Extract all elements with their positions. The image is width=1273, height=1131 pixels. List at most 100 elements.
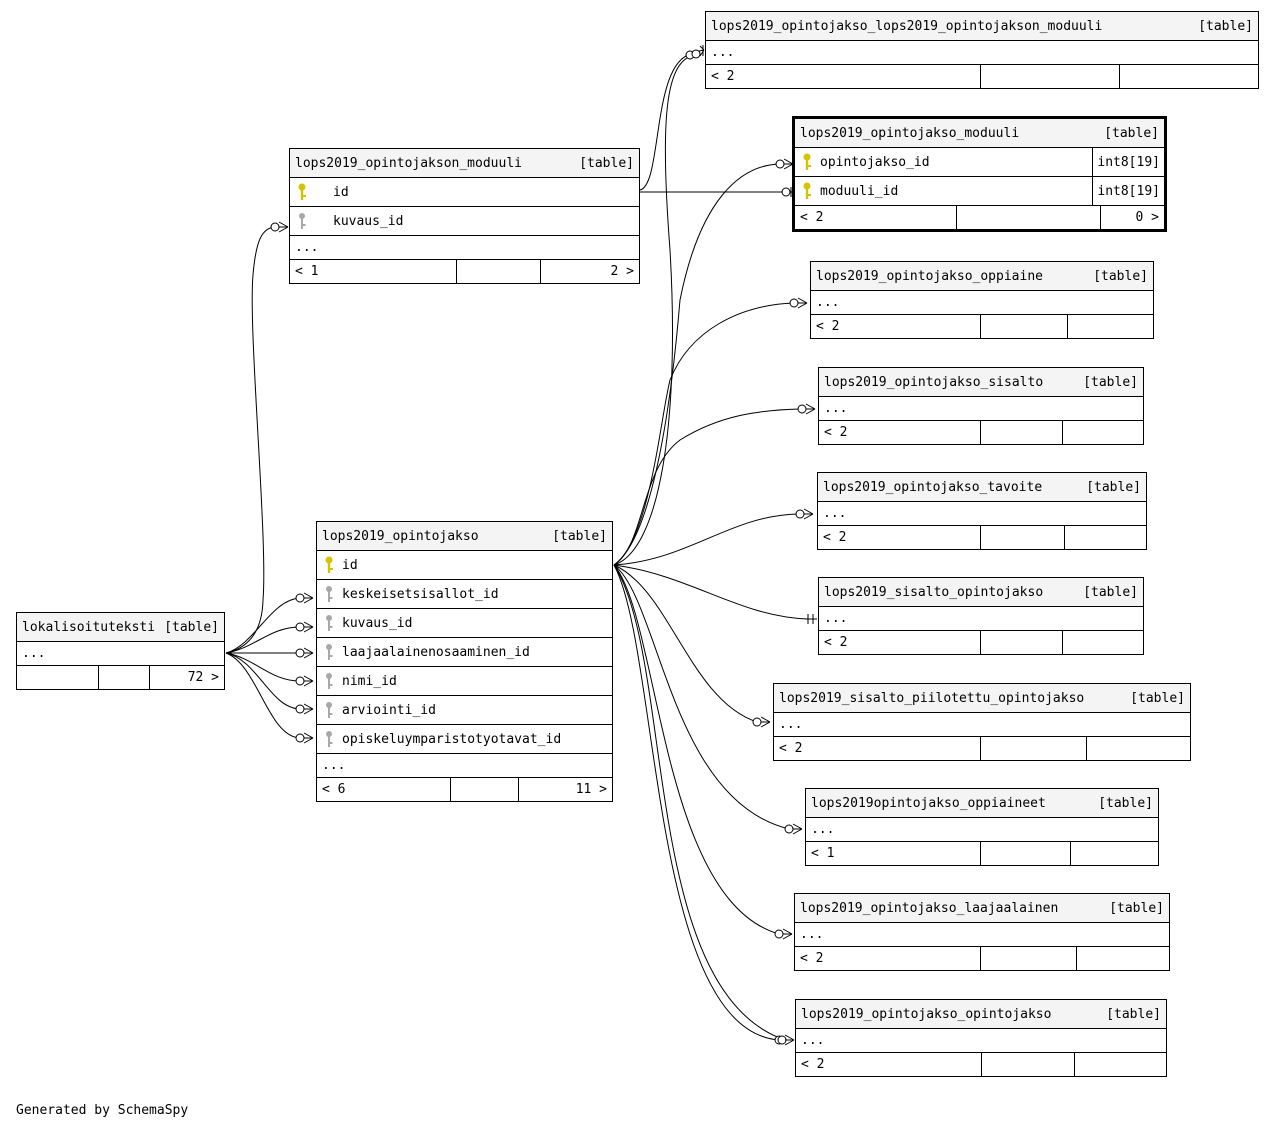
- parents-count[interactable]: < 2: [823, 530, 847, 545]
- parents-count[interactable]: < 6: [322, 782, 346, 797]
- foreign-key-icon: [299, 213, 306, 229]
- parents-count[interactable]: < 1: [295, 264, 319, 279]
- table-type: [table]: [1198, 18, 1253, 34]
- column-name: nimi_id: [342, 673, 397, 689]
- primary-key-icon: [325, 556, 333, 573]
- column-name: kuvaus_id: [333, 213, 404, 229]
- marker-circle: [789, 298, 799, 308]
- table-name[interactable]: lops2019_opintojakso: [322, 528, 479, 544]
- table-opintojakso-laajaalainen[interactable]: lops2019_opintojakso_laajaalainen [table…: [794, 893, 1170, 971]
- parents-count[interactable]: < 1: [811, 846, 835, 861]
- table-opintojakso-sisalto[interactable]: lops2019_opintojakso_sisalto [table] ...…: [818, 367, 1144, 445]
- table-opintojakso-tavoite[interactable]: lops2019_opintojakso_tavoite [table] ...…: [817, 472, 1147, 550]
- table-header: lops2019_sisalto_opintojakso [table]: [819, 578, 1143, 606]
- more-columns: ...: [706, 40, 1258, 64]
- marker-circle: [781, 187, 791, 197]
- children-count[interactable]: [1119, 65, 1258, 88]
- column-row[interactable]: kuvaus_id: [290, 206, 639, 235]
- more-columns: ...: [818, 501, 1146, 525]
- table-opintojakso-opintojakso[interactable]: lops2019_opintojakso_opintojakso [table]…: [795, 999, 1167, 1077]
- parents-count[interactable]: < 2: [800, 210, 824, 225]
- column-name: opintojakso_id: [820, 154, 930, 170]
- children-count[interactable]: 11 >: [518, 778, 612, 801]
- table-name[interactable]: lops2019_opintojakso_tavoite: [823, 479, 1043, 495]
- children-count[interactable]: [1086, 737, 1190, 760]
- children-count[interactable]: [1070, 842, 1158, 865]
- edge-oj-oo-b: [613, 564, 786, 1041]
- column-row[interactable]: arviointi_id: [317, 695, 612, 724]
- column-row[interactable]: id: [290, 177, 639, 206]
- parents-count[interactable]: < 2: [779, 741, 803, 756]
- table-name[interactable]: lops2019_opintojakso_lops2019_opintojaks…: [711, 18, 1103, 34]
- children-count[interactable]: [1062, 421, 1143, 444]
- table-sisalto-piilotettu-opintojakso[interactable]: lops2019_sisalto_piilotettu_opintojakso …: [773, 683, 1191, 761]
- children-count[interactable]: [1064, 526, 1146, 549]
- column-row[interactable]: opiskeluymparistotyotavat_id: [317, 724, 612, 753]
- children-count[interactable]: [1067, 315, 1153, 338]
- table-lokalisoituteksti[interactable]: lokalisoituteksti [table] ... 72 >: [16, 612, 225, 690]
- column-row[interactable]: kuvaus_id: [317, 608, 612, 637]
- table-name[interactable]: lops2019_opintojakso_moduuli: [800, 125, 1020, 141]
- column-row[interactable]: id: [317, 550, 612, 579]
- marker-circle: [691, 49, 701, 59]
- table-name[interactable]: lokalisoituteksti: [22, 619, 156, 635]
- footer-spacer: [980, 65, 1119, 88]
- edge-oj-olom: [613, 54, 696, 566]
- table-type: [table]: [1104, 125, 1159, 141]
- table-name[interactable]: lops2019_sisalto_opintojakso: [824, 584, 1044, 600]
- table-sisalto-opintojakso[interactable]: lops2019_sisalto_opintojakso [table] ...…: [818, 577, 1144, 655]
- footer-spacer: [980, 631, 1062, 654]
- column-row[interactable]: keskeisetsisallot_id: [317, 579, 612, 608]
- table-type: [table]: [1130, 690, 1185, 706]
- parents-count[interactable]: < 2: [824, 425, 848, 440]
- table-name[interactable]: lops2019_sisalto_piilotettu_opintojakso: [779, 690, 1085, 706]
- primary-key-icon: [803, 153, 811, 170]
- column-row[interactable]: opintojakso_id int8[19]: [795, 147, 1164, 176]
- table-name[interactable]: lops2019_opintojakson_moduuli: [295, 155, 522, 171]
- table-name[interactable]: lops2019opintojakso_oppiaineet: [811, 795, 1046, 811]
- footer-spacer: [980, 947, 1076, 970]
- children-count[interactable]: [1062, 631, 1143, 654]
- table-name[interactable]: lops2019_opintojakso_opintojakso: [801, 1006, 1052, 1022]
- parents-count[interactable]: < 2: [801, 1057, 825, 1072]
- table-header: lops2019_opintojakso_moduuli [table]: [795, 119, 1164, 147]
- table-opintojakso[interactable]: lops2019_opintojakso [table] id keskeise…: [316, 521, 613, 802]
- parents-count[interactable]: < 2: [800, 951, 824, 966]
- table-name[interactable]: lops2019_opintojakso_laajaalainen: [800, 900, 1059, 916]
- table-opintojakso-moduuli[interactable]: lops2019_opintojakso_moduuli [table] opi…: [792, 116, 1167, 232]
- parents-count[interactable]: < 2: [711, 69, 735, 84]
- table-name[interactable]: lops2019_opintojakso_oppiaine: [816, 268, 1043, 284]
- table-name[interactable]: lops2019_opintojakso_sisalto: [824, 374, 1044, 390]
- table-opintojakso-oppiaineet[interactable]: lops2019opintojakso_oppiaineet [table] .…: [805, 788, 1159, 866]
- column-row[interactable]: moduuli_id int8[19]: [795, 176, 1164, 205]
- edge-lok-oj-arviointi: [225, 652, 301, 710]
- table-footer: < 2 0 >: [795, 205, 1164, 229]
- table-opintojakso-oppiaine[interactable]: lops2019_opintojakso_oppiaine [table] ..…: [810, 261, 1154, 339]
- marker-circle: [784, 824, 794, 834]
- table-opintojakso-lops2019-opintojakson-moduuli[interactable]: lops2019_opintojakso_lops2019_opintojaks…: [705, 11, 1259, 89]
- children-count[interactable]: [1074, 1053, 1166, 1076]
- children-count[interactable]: 72 >: [149, 666, 224, 689]
- footer-spacer: [456, 260, 540, 283]
- column-row[interactable]: laajaalainenosaaminen_id: [317, 637, 612, 666]
- children-count[interactable]: [1076, 947, 1169, 970]
- marker-circle: [295, 704, 305, 714]
- parents-count[interactable]: [17, 666, 98, 689]
- table-footer: < 2: [796, 1052, 1166, 1076]
- children-count[interactable]: 2 >: [540, 260, 639, 283]
- parents-count[interactable]: < 2: [816, 319, 840, 334]
- marker-circle: [295, 622, 305, 632]
- table-opintojakson-moduuli[interactable]: lops2019_opintojakson_moduuli [table] id…: [289, 148, 640, 284]
- table-footer: < 2: [819, 630, 1143, 654]
- column-row[interactable]: nimi_id: [317, 666, 612, 695]
- table-type: [table]: [1086, 479, 1141, 495]
- marker-circle: [797, 404, 807, 414]
- table-header: lops2019_opintojakso_laajaalainen [table…: [795, 894, 1169, 922]
- edge-lok-mod-kuvaus: [225, 226, 276, 654]
- footer-spacer: [980, 315, 1067, 338]
- parents-count[interactable]: < 2: [824, 635, 848, 650]
- children-count[interactable]: 0 >: [1100, 206, 1164, 229]
- more-columns: ...: [819, 606, 1143, 630]
- table-type: [table]: [579, 155, 634, 171]
